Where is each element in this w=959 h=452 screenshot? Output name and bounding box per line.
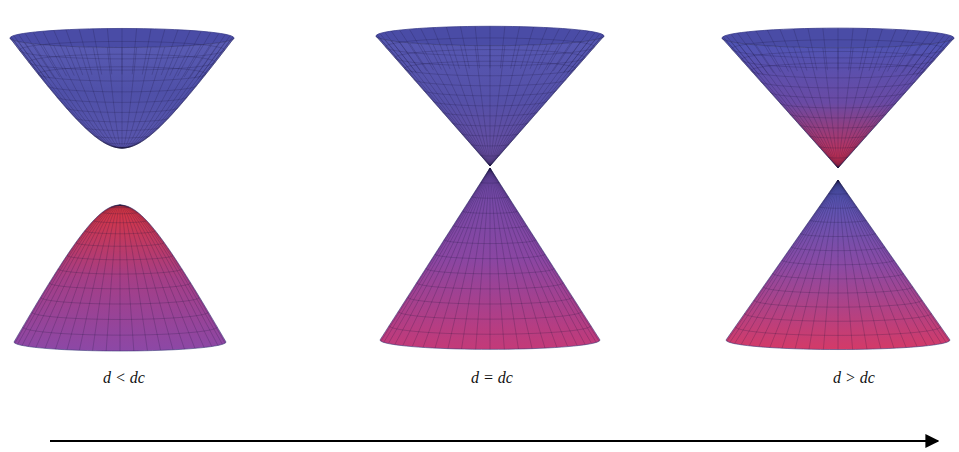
conduction-cone: [376, 26, 604, 166]
valence-cone: [14, 205, 226, 351]
cone-surface: [726, 180, 950, 350]
condition-label: d > dc: [833, 369, 875, 387]
conduction-cone: [722, 28, 954, 168]
valence-cone: [380, 168, 600, 349]
condition-label: d < dc: [103, 369, 145, 387]
condition-label: d = dc: [471, 369, 513, 387]
valence-cone: [726, 180, 950, 350]
cone-mesh: [15, 205, 225, 351]
cone-mesh: [377, 26, 603, 166]
conduction-cone: [10, 28, 234, 148]
cone-surface: [14, 205, 226, 351]
cone-surface: [380, 168, 600, 349]
progress-arrow: [50, 440, 938, 442]
cone-mesh: [723, 28, 953, 168]
cone-mesh: [727, 180, 949, 350]
cone-mesh: [381, 168, 599, 349]
cone-mesh: [11, 28, 233, 148]
